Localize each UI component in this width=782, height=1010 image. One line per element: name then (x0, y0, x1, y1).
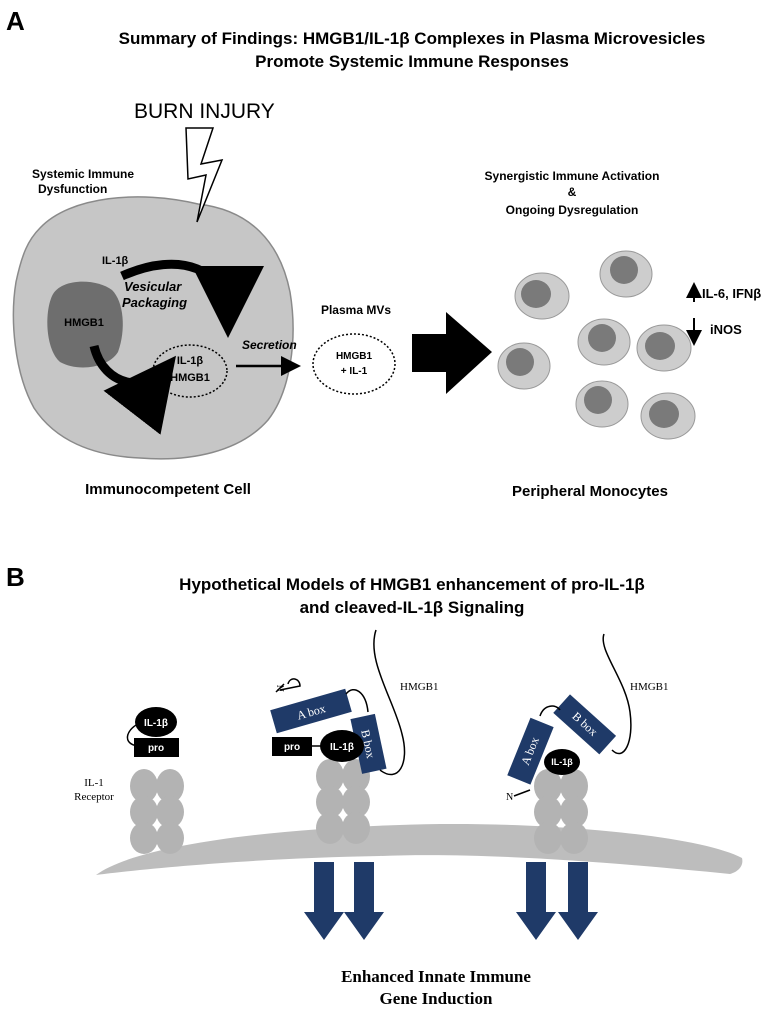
monocyte (636, 324, 692, 372)
model2-tail (373, 629, 406, 776)
signaling-arrow (516, 862, 598, 940)
model2-b-box (350, 713, 387, 774)
monocyte (575, 380, 629, 428)
model2-hmgb1-label: HMGB1 (400, 681, 439, 693)
immunocompetent-cell-caption: Immunocompetent Cell (85, 481, 251, 498)
monocyte (640, 392, 696, 440)
downregulated-label: iNOS (710, 322, 742, 337)
gene-induction-line1: Enhanced Innate Immune (341, 967, 531, 986)
upregulated-label: IL-6, IFNβ (702, 286, 761, 301)
mv-il1-label: + IL-1 (341, 366, 368, 377)
secretion-label: Secretion (242, 338, 297, 352)
model3-a-box (507, 717, 554, 785)
il1b-label: IL-1β (102, 255, 129, 267)
model3-hmgb1-label: HMGB1 (630, 681, 669, 693)
monocyte (599, 250, 653, 298)
model3-n-label: N (506, 792, 513, 803)
panel-b-letter: B (6, 562, 25, 592)
panel-a-title-line1: Summary of Findings: HMGB1/IL-1β Complex… (119, 29, 706, 48)
intracellular-vesicle (152, 344, 228, 398)
monocyte (514, 272, 570, 320)
signaling-arrow (304, 862, 384, 940)
vesicular-packaging-line2: Packaging (122, 295, 187, 310)
model3-tail (602, 633, 632, 755)
model2-il1b (320, 730, 364, 762)
vesicular-packaging-line1: Vesicular (124, 279, 182, 294)
panel-b-title-line1: Hypothetical Models of HMGB1 enhancement… (179, 575, 645, 594)
peripheral-monocytes-caption: Peripheral Monocytes (512, 483, 668, 500)
synergistic-line1: Synergistic Immune Activation (485, 169, 660, 183)
model2-linker (345, 689, 369, 713)
packaging-arrow-upper (120, 259, 264, 338)
monocyte (577, 318, 631, 366)
receptor-label-line2: Receptor (74, 791, 114, 803)
gene-induction-line2: Gene Induction (380, 989, 493, 1008)
mv-hmgb1-label: HMGB1 (336, 351, 373, 362)
nucleus-hmgb1-label: HMGB1 (64, 317, 104, 329)
model2-a-box (270, 688, 352, 734)
model2-n-label: N (276, 685, 287, 692)
model2-b-box-label: B box (358, 728, 378, 759)
synergistic-line2: & (568, 185, 577, 199)
synergistic-line3: Ongoing Dysregulation (506, 203, 639, 217)
panel-b-title-line2: and cleaved-IL-1β Signaling (300, 598, 525, 617)
model3-il1b (544, 749, 580, 775)
monocyte (497, 342, 551, 390)
plasma-mvs-label: Plasma MVs (321, 303, 391, 317)
il1-receptor (316, 759, 370, 844)
model3-b-box (553, 694, 617, 755)
model1-il1b-label: IL-1β (144, 718, 168, 729)
systemic-dysfunction-line1: Systemic Immune (32, 167, 134, 181)
cell-membrane (96, 823, 743, 875)
model2-n-terminus (275, 678, 301, 693)
il1-receptor (130, 769, 184, 854)
panel-a-title-line2: Promote Systemic Immune Responses (255, 52, 569, 71)
receptor-label-line1: IL-1 (84, 777, 104, 789)
cell-nucleus (47, 281, 123, 368)
model2-il1b-label: IL-1β (330, 742, 354, 753)
model3-n-terminus (513, 789, 531, 797)
vesicle-hmgb1-label: HMGB1 (170, 372, 210, 384)
model2-pro (272, 737, 312, 756)
model3-il1b-label: IL-1β (551, 757, 573, 767)
model1-il1b (135, 707, 177, 737)
il1-receptor (534, 769, 588, 854)
systemic-dysfunction-line2: Dysfunction (38, 182, 107, 196)
model1-pro (134, 738, 179, 757)
model3-linker (539, 705, 561, 717)
immunocompetent-cell (12, 196, 294, 460)
model2-pro-label: pro (284, 742, 300, 753)
lightning-bolt-icon (185, 127, 224, 223)
panel-a-letter: A (6, 6, 25, 36)
burn-injury-label: BURN INJURY (134, 100, 275, 123)
model1-pro-label: pro (148, 743, 164, 754)
big-arrow-icon (412, 312, 492, 394)
plasma-microvesicle (312, 333, 396, 395)
packaging-arrow-lower (89, 344, 177, 435)
vesicle-il1b-label: IL-1β (177, 355, 204, 367)
